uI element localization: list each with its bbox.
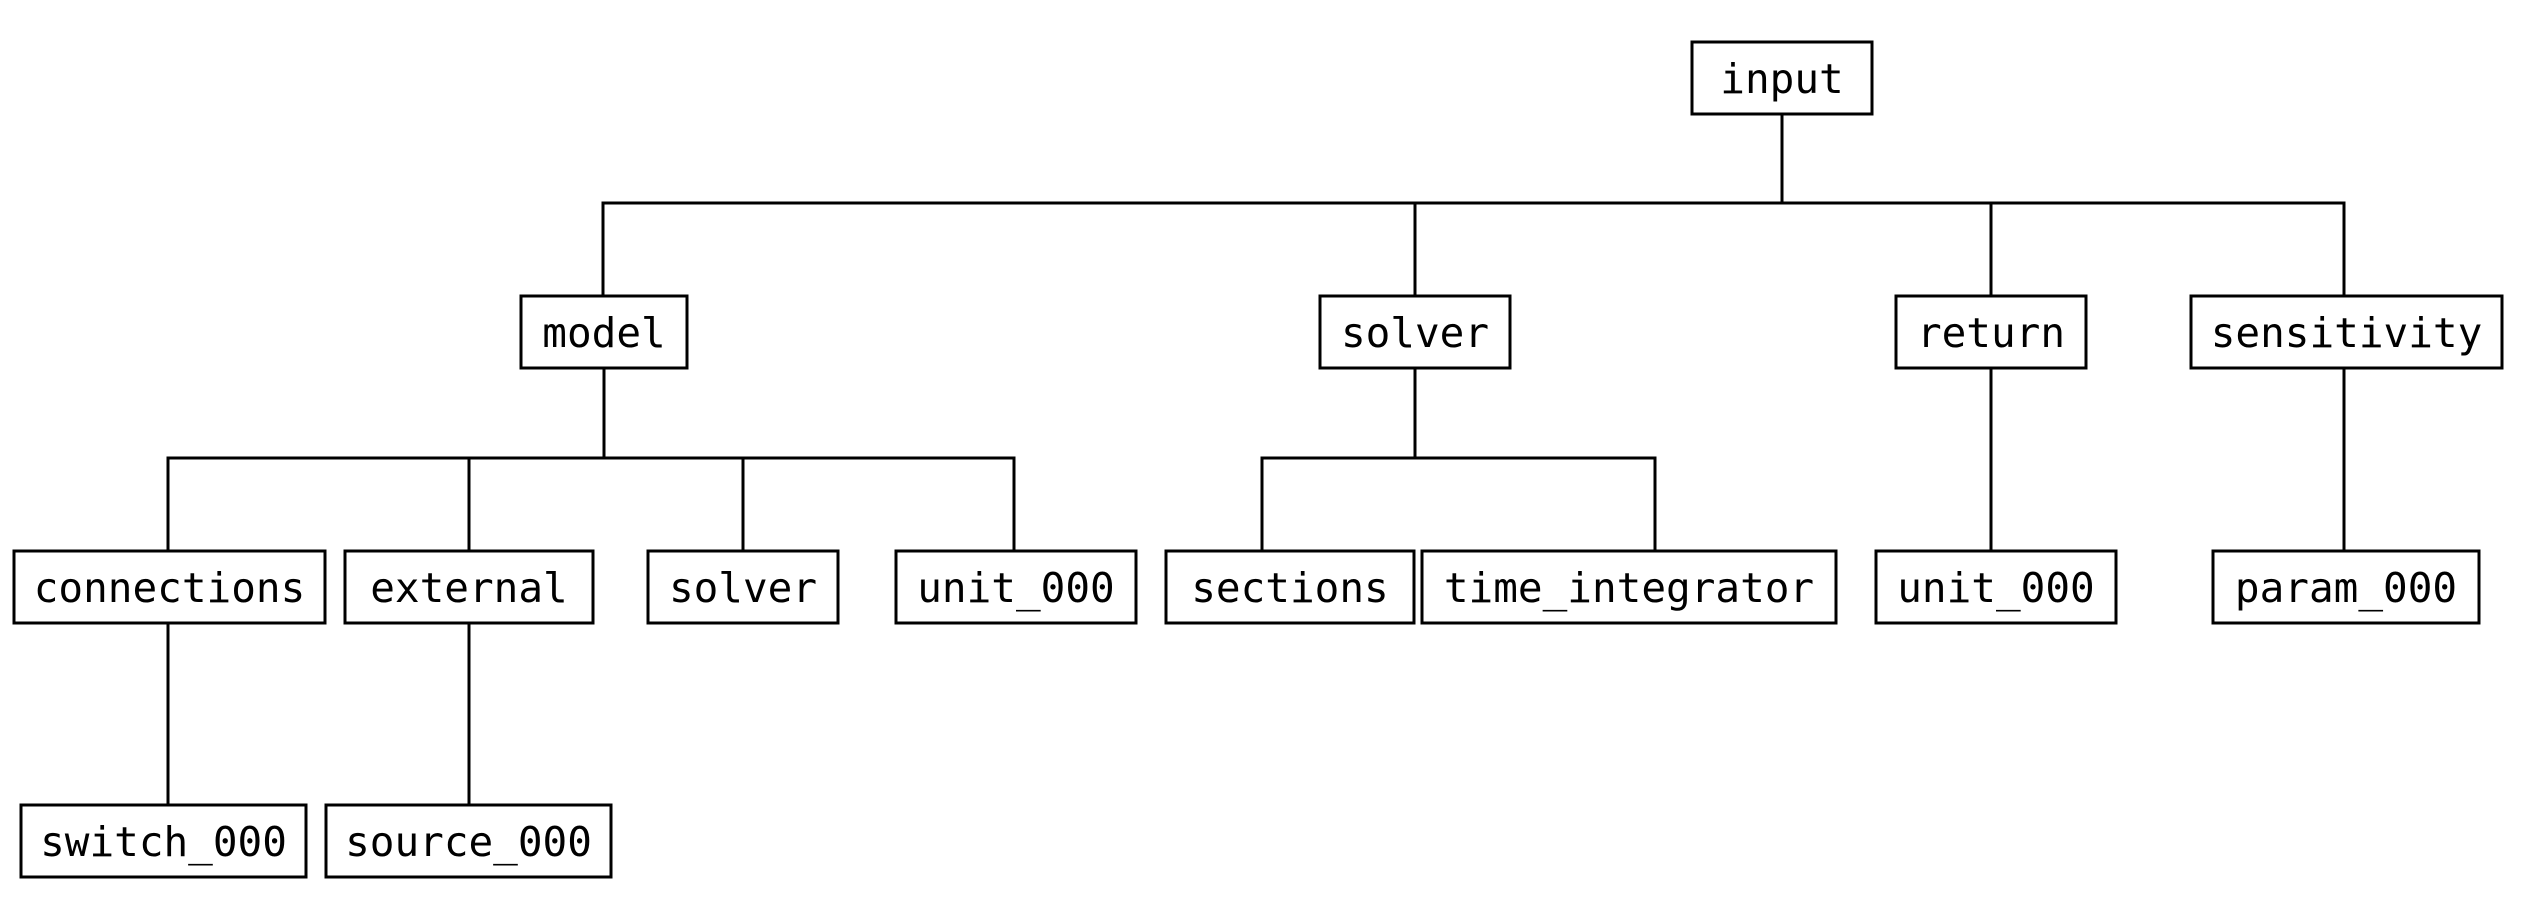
node-label-model: model [542, 309, 665, 357]
node-return_unit_000[interactable]: unit_000 [1874, 549, 2118, 625]
node-model[interactable]: model [519, 294, 689, 370]
edges-layer [166, 114, 2346, 805]
edge-path [602, 368, 1016, 551]
edge-path [1413, 114, 1784, 296]
node-box-sensitivity[interactable] [2189, 294, 2504, 370]
edge-input-to-model [601, 114, 1784, 296]
node-box-connections[interactable] [12, 549, 327, 625]
edge-path [1413, 368, 1657, 551]
node-return[interactable]: return [1894, 294, 2088, 370]
edge-input-to-sensitivity [1780, 114, 2346, 296]
node-switch_000[interactable]: switch_000 [19, 803, 308, 879]
node-time_integrator[interactable]: time_integrator [1420, 549, 1838, 625]
node-label-param_000: param_000 [2235, 564, 2457, 612]
node-box-time_integrator[interactable] [1420, 549, 1838, 625]
node-box-source_000[interactable] [324, 803, 613, 879]
node-solver_top[interactable]: solver [1318, 294, 1512, 370]
edge-path [1780, 114, 1993, 296]
edge-model-to-model_unit_000 [602, 368, 1016, 551]
node-source_000[interactable]: source_000 [324, 803, 613, 879]
edge-path [467, 368, 606, 551]
node-label-return: return [1917, 309, 2065, 357]
node-label-sensitivity: sensitivity [2211, 309, 2483, 357]
nodes-layer: input model solver return sensitivity connect… [12, 40, 2504, 879]
node-box-return_unit_000[interactable] [1874, 549, 2118, 625]
edge-input-to-solver_top [1413, 114, 1784, 296]
node-box-model[interactable] [519, 294, 689, 370]
node-box-model_unit_000[interactable] [894, 549, 1138, 625]
edge-solver_top-to-sections [1260, 368, 1417, 551]
node-label-model_solver: solver [669, 564, 817, 612]
node-label-return_unit_000: unit_000 [1897, 564, 2094, 612]
node-box-solver_top[interactable] [1318, 294, 1512, 370]
node-box-input[interactable] [1690, 40, 1874, 116]
node-sections[interactable]: sections [1164, 549, 1416, 625]
node-box-model_solver[interactable] [646, 549, 840, 625]
node-label-solver_top: solver [1341, 309, 1489, 357]
node-box-switch_000[interactable] [19, 803, 308, 879]
node-connections[interactable]: connections [12, 549, 327, 625]
node-input[interactable]: input [1690, 40, 1874, 116]
edge-model-to-external [467, 368, 606, 551]
edge-path [601, 114, 1784, 296]
node-model_solver[interactable]: solver [646, 549, 840, 625]
node-label-external: external [370, 564, 567, 612]
node-label-time_integrator: time_integrator [1444, 564, 1814, 612]
node-box-sections[interactable] [1164, 549, 1416, 625]
node-label-model_unit_000: unit_000 [917, 564, 1114, 612]
node-model_unit_000[interactable]: unit_000 [894, 549, 1138, 625]
edge-solver_top-to-time_integrator [1413, 368, 1657, 551]
node-external[interactable]: external [343, 549, 595, 625]
node-label-input: input [1720, 55, 1843, 103]
edge-path [1780, 114, 2346, 296]
node-label-switch_000: switch_000 [40, 818, 287, 866]
edge-input-to-return [1780, 114, 1993, 296]
node-param_000[interactable]: param_000 [2211, 549, 2481, 625]
node-box-param_000[interactable] [2211, 549, 2481, 625]
node-box-external[interactable] [343, 549, 595, 625]
node-label-sections: sections [1191, 564, 1388, 612]
node-sensitivity[interactable]: sensitivity [2189, 294, 2504, 370]
edge-path [1260, 368, 1417, 551]
node-box-return[interactable] [1894, 294, 2088, 370]
node-label-connections: connections [34, 564, 306, 612]
node-label-source_000: source_000 [345, 818, 592, 866]
